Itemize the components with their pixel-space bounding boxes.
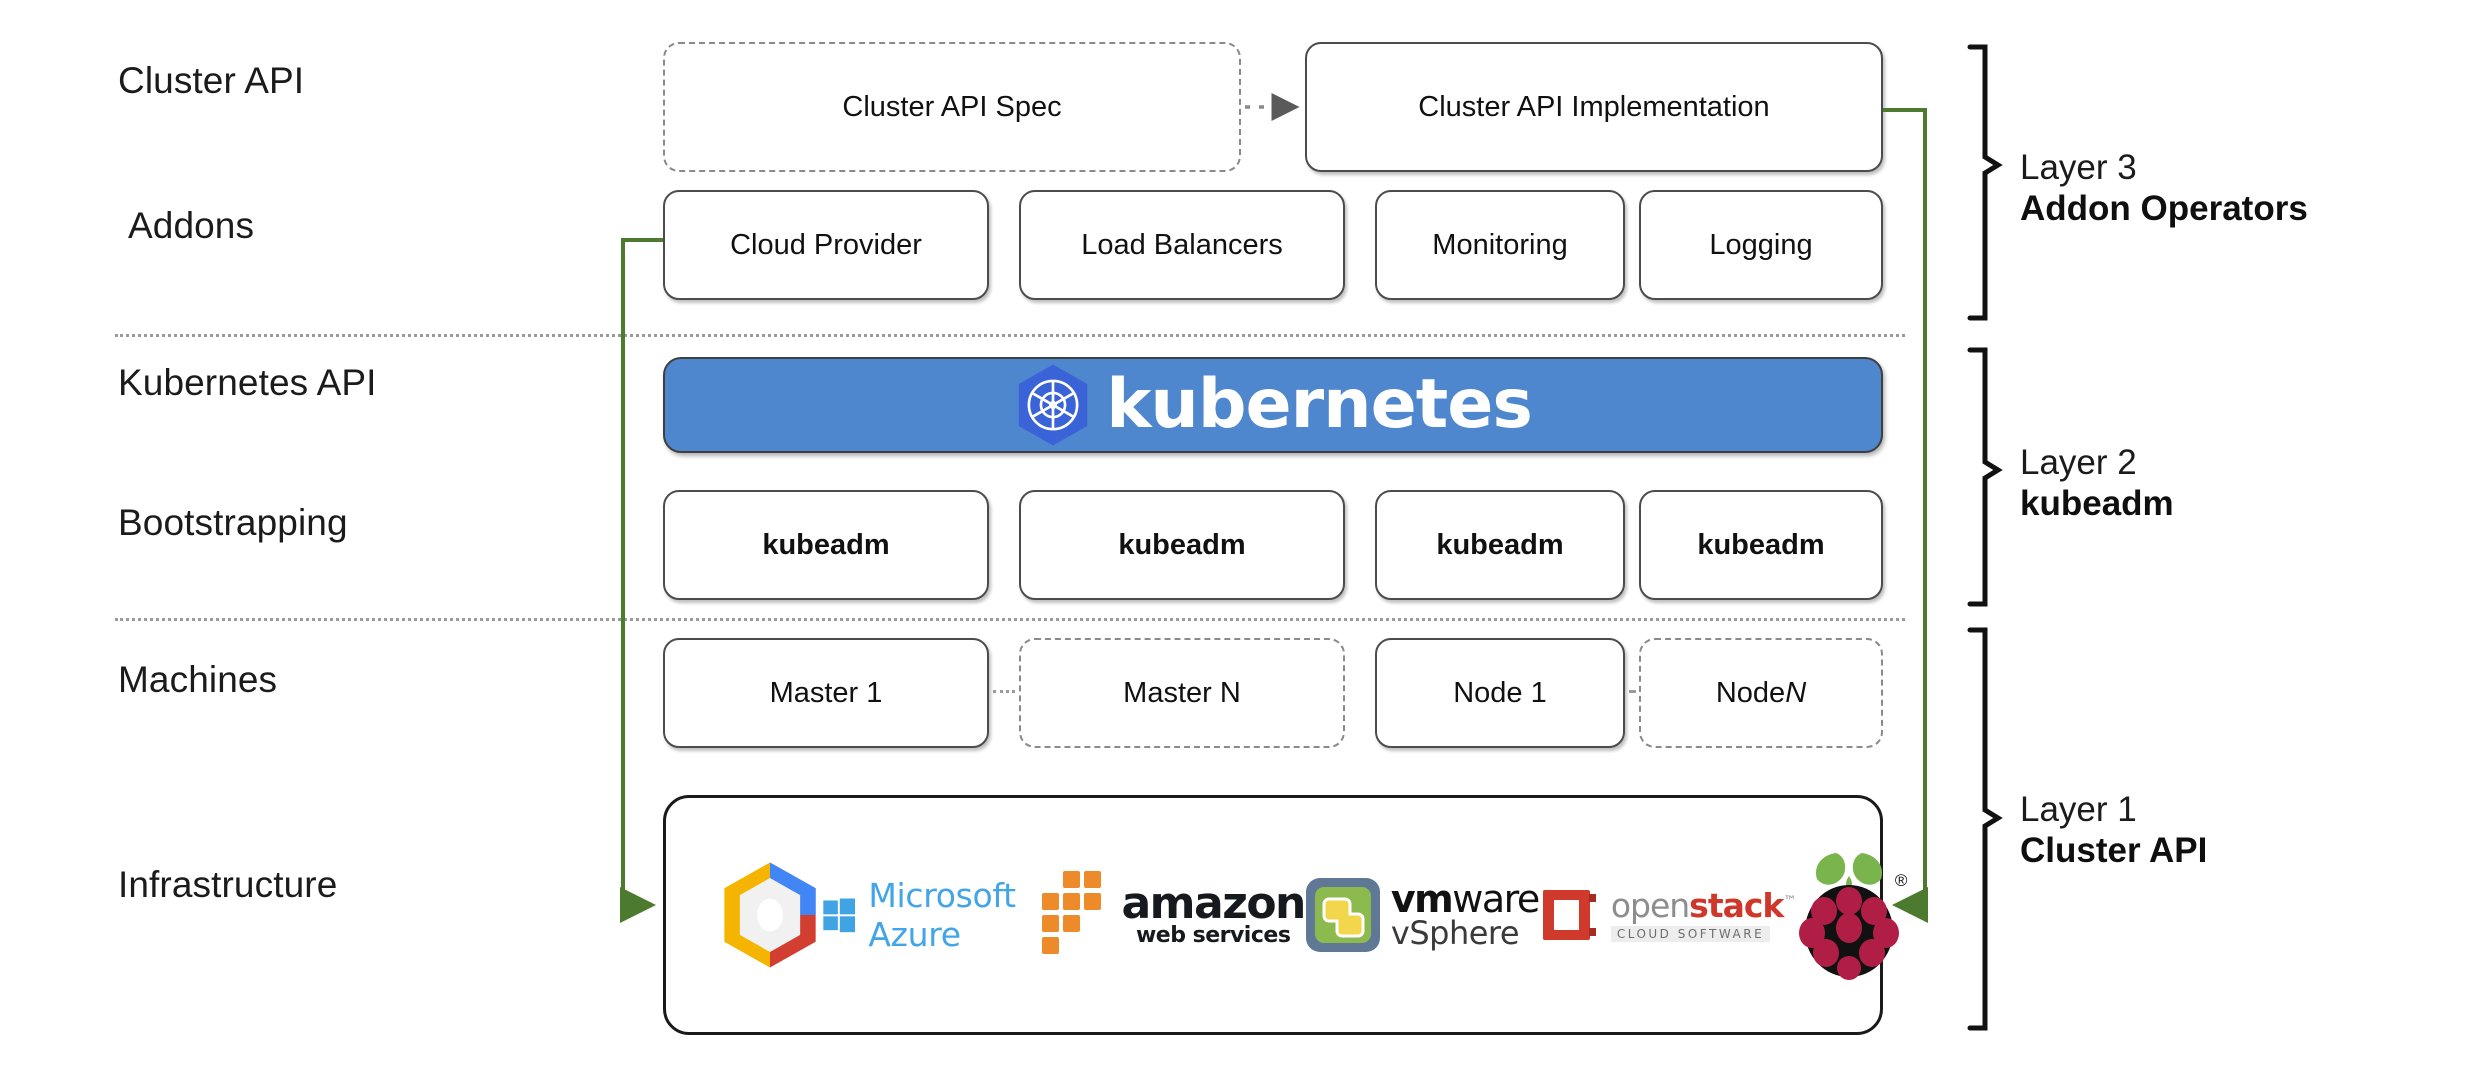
brace-layer-1 — [1967, 627, 2003, 1031]
box-label: Node — [1715, 676, 1786, 709]
row-label-addons: Addons — [128, 205, 255, 246]
box-label: kubeadm — [762, 528, 890, 561]
row-label-infrastructure: Infrastructure — [118, 864, 338, 905]
box-label: Logging — [1709, 228, 1813, 261]
kubernetes-banner[interactable]: kubernetes — [663, 357, 1883, 453]
vsphere-wordmark: vSphere — [1390, 913, 1520, 952]
azure-wordmark: Microsoft Azure — [868, 876, 1016, 954]
box-label: kubeadm — [1697, 528, 1825, 561]
kubernetes-helm-icon — [1014, 363, 1092, 447]
row-label-cluster-api: Cluster API — [118, 60, 305, 101]
box-label: Master N — [1123, 676, 1241, 709]
box-label: Monitoring — [1432, 228, 1568, 261]
layer-3-label: Layer 3 Addon Operators — [2020, 148, 2308, 229]
layer-2-line-2: kubeadm — [2020, 483, 2174, 523]
box-label: kubeadm — [1436, 528, 1564, 561]
box-label: Cluster API Spec — [842, 90, 1062, 123]
layer-3-line-1: Layer 3 — [2020, 148, 2137, 187]
box-kubeadm-1[interactable]: kubeadm — [663, 490, 989, 600]
openstack-wordmark-stack: stack — [1689, 885, 1784, 925]
box-cloud-provider[interactable]: Cloud Provider — [663, 190, 989, 300]
amazon-web-services-logo: amazon web services — [1033, 869, 1306, 961]
green-connector-left — [620, 238, 663, 923]
row-label-machines: Machines — [118, 659, 278, 700]
registered-trademark-icon: ® — [1894, 871, 1908, 890]
ellipsis-node-1-to-n — [1629, 690, 1635, 693]
box-kubeadm-4[interactable]: kubeadm — [1639, 490, 1883, 600]
ellipsis-master-1-to-n — [993, 690, 1015, 693]
box-label: Node 1 — [1453, 676, 1547, 709]
box-node-1[interactable]: Node 1 — [1375, 638, 1625, 748]
google-cloud-platform-icon — [718, 859, 822, 971]
green-connector-right — [1883, 108, 1928, 923]
layer-2-label: Layer 2 kubeadm — [2020, 443, 2174, 524]
layer-1-label: Layer 1 Cluster API — [2020, 790, 2207, 871]
box-label: Cloud Provider — [730, 228, 922, 261]
brace-layer-3 — [1967, 44, 2003, 321]
vmware-wordmark-bold: vm — [1390, 877, 1454, 922]
box-kubeadm-3[interactable]: kubeadm — [1375, 490, 1625, 600]
microsoft-azure-logo: Microsoft Azure — [822, 876, 1033, 954]
box-monitoring[interactable]: Monitoring — [1375, 190, 1625, 300]
box-kubeadm-2[interactable]: kubeadm — [1019, 490, 1345, 600]
box-load-balancers[interactable]: Load Balancers — [1019, 190, 1345, 300]
vmware-vsphere-logo: vmware vSphere — [1305, 877, 1540, 953]
aws-wordmark-top: amazon — [1121, 877, 1306, 929]
box-infrastructure[interactable]: Microsoft Azure amazon web services — [663, 795, 1907, 1035]
separator-layer2-layer1 — [115, 618, 1905, 621]
box-master-n[interactable]: Master N — [1019, 638, 1345, 748]
separator-layer3-layer2 — [115, 334, 1905, 337]
box-cluster-api-spec[interactable]: Cluster API Spec — [663, 42, 1241, 172]
box-label-italic-suffix: N — [1785, 676, 1807, 709]
kubernetes-wordmark: kubernetes — [1106, 365, 1533, 444]
row-label-bootstrapping: Bootstrapping — [118, 502, 348, 543]
openstack-tagline: CLOUD SOFTWARE — [1610, 925, 1771, 942]
box-label: kubeadm — [1118, 528, 1246, 561]
layer-3-line-2: Addon Operators — [2020, 188, 2308, 228]
layer-1-line-1: Layer 1 — [2020, 790, 2137, 829]
raspberry-pi-logo: ® — [1795, 849, 1907, 981]
layer-2-line-1: Layer 2 — [2020, 443, 2137, 482]
aws-wordmark-bottom: web services — [1135, 923, 1291, 949]
box-label: Cluster API Implementation — [1418, 90, 1770, 123]
openstack-logo: openstack™ CLOUD SOFTWARE — [1539, 884, 1796, 946]
box-node-n[interactable]: Node N — [1639, 638, 1883, 748]
brace-layer-2 — [1967, 347, 2003, 607]
box-master-1[interactable]: Master 1 — [663, 638, 989, 748]
openstack-wordmark-open: open — [1610, 885, 1690, 925]
box-cluster-api-implementation[interactable]: Cluster API Implementation — [1305, 42, 1883, 172]
vmware-wordmark-rest: ware — [1452, 877, 1540, 922]
box-label: Master 1 — [769, 676, 883, 709]
trademark-icon: ™ — [1783, 893, 1796, 909]
layer-1-line-2: Cluster API — [2020, 830, 2208, 870]
box-logging[interactable]: Logging — [1639, 190, 1883, 300]
row-label-kubernetes-api: Kubernetes API — [118, 362, 377, 403]
box-label: Load Balancers — [1081, 228, 1283, 261]
